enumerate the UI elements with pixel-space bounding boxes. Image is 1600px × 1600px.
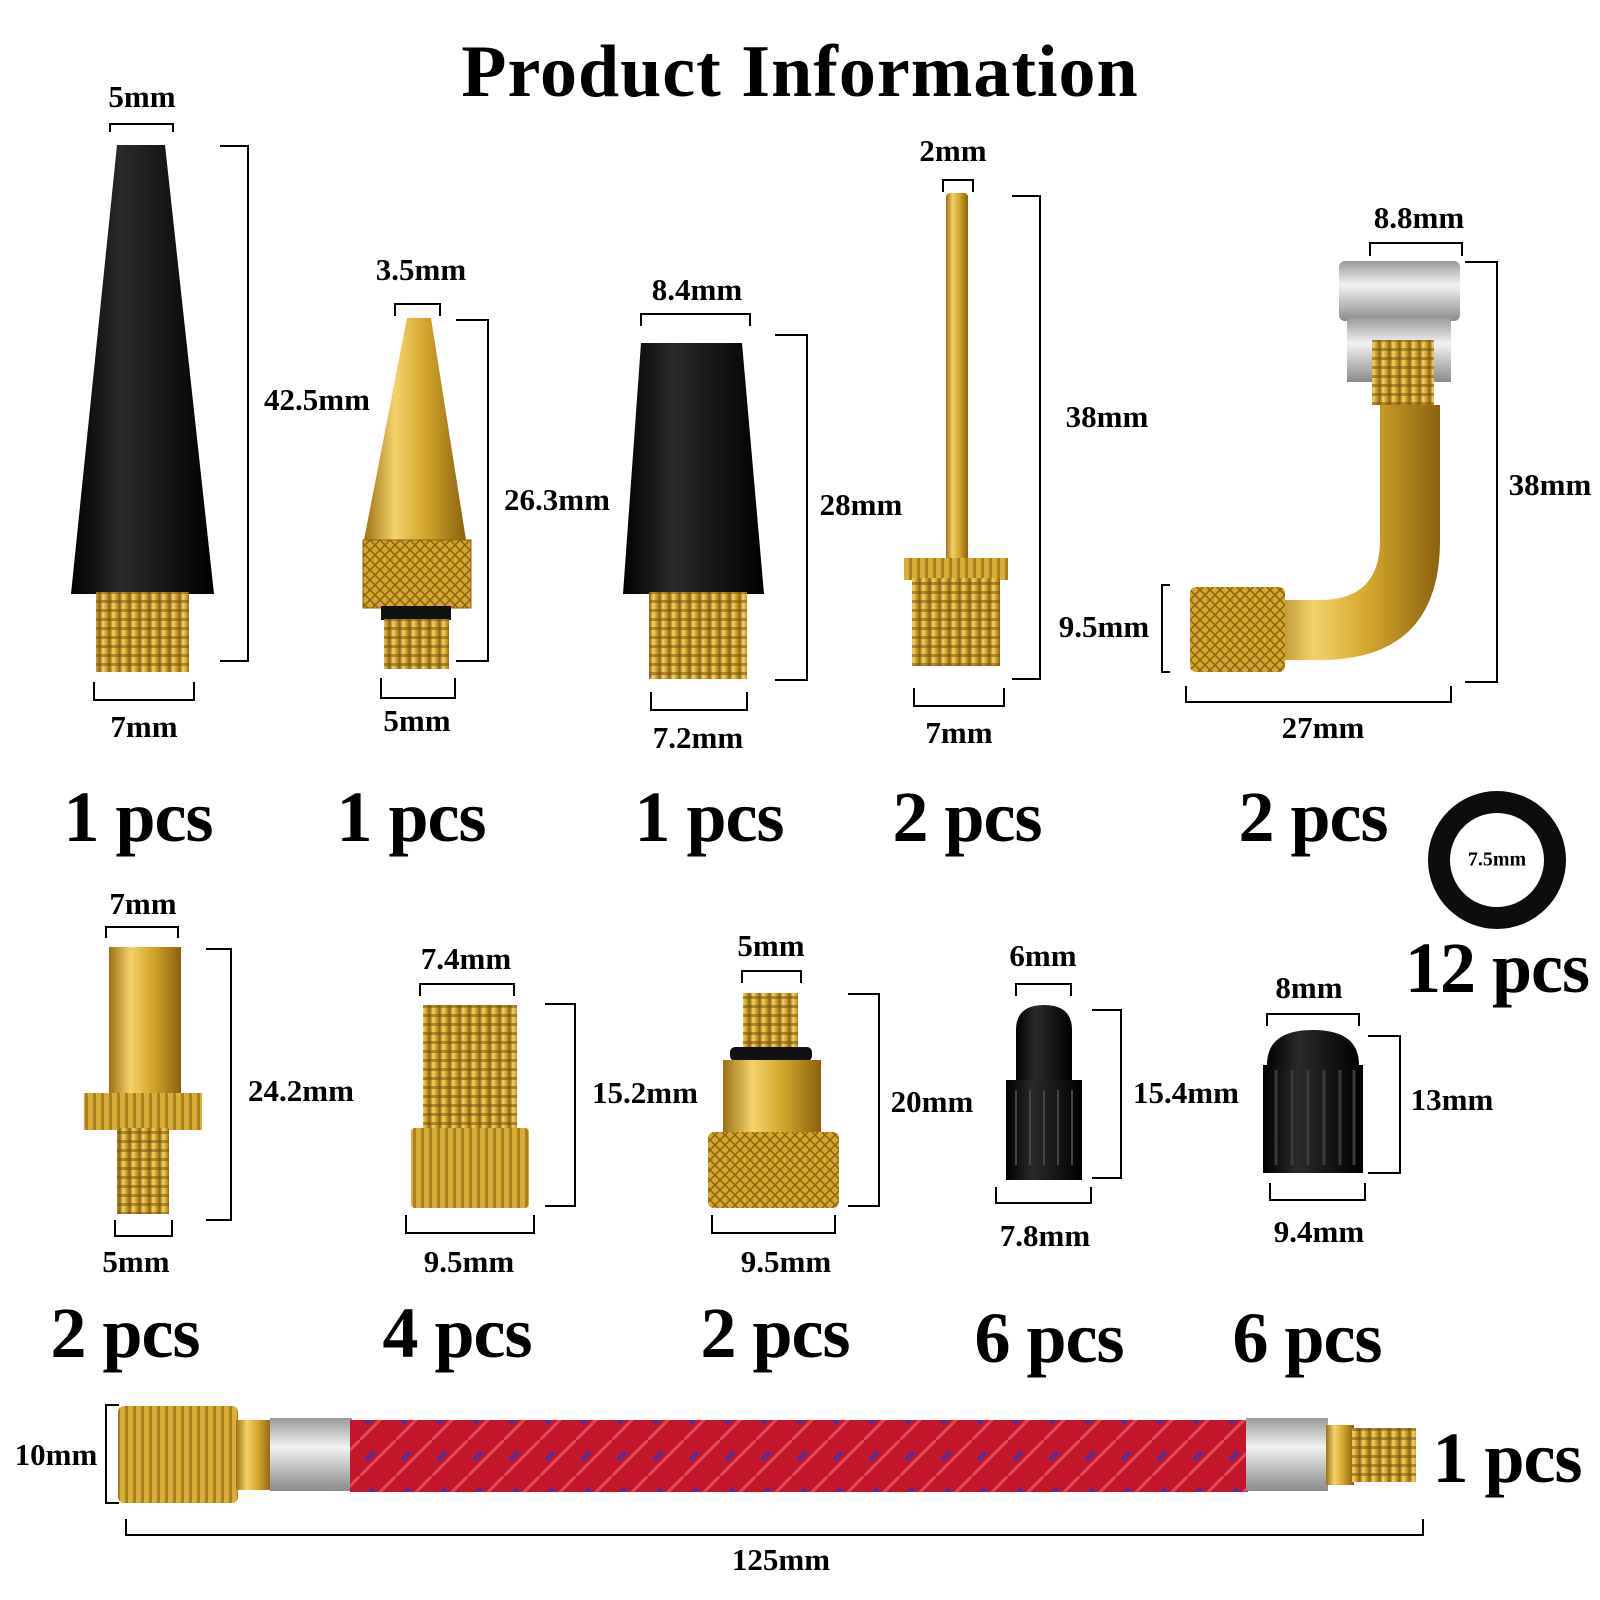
- quantity-label: 1 pcs: [336, 777, 486, 857]
- quantity-label: 6 pcs: [974, 1298, 1124, 1378]
- dim-label: 9.5mm: [740, 1244, 832, 1279]
- dim-label: 7.8mm: [999, 1218, 1091, 1253]
- dim-label: 15.2mm: [592, 1075, 698, 1110]
- tall-valve-cap-shape: [1006, 1005, 1082, 1180]
- dim-label: 9.4mm: [1273, 1214, 1365, 1249]
- quantity-label: 1 pcs: [634, 777, 784, 857]
- dim-label: 6mm: [1009, 938, 1077, 973]
- braided-hose-shape: [118, 1406, 1416, 1503]
- o-ring-shape: [1428, 791, 1566, 929]
- presta-schrader-adapter-shape: [708, 993, 839, 1208]
- quantity-label: 2 pcs: [892, 777, 1042, 857]
- short-black-cone-shape: [623, 343, 764, 679]
- dim-label: 42.5mm: [264, 382, 370, 417]
- quantity-label: 2 pcs: [700, 1293, 850, 1373]
- dim-label: 7mm: [109, 886, 177, 921]
- dim-label: 8mm: [1275, 970, 1343, 1005]
- quantity-label: 2 pcs: [1238, 777, 1388, 857]
- dim-label: 28mm: [819, 487, 903, 522]
- page-title: Product Information: [461, 31, 1139, 113]
- dim-label: 7mm: [925, 715, 993, 750]
- dim-label: 7.5mm: [1467, 848, 1527, 871]
- dim-label: 26.3mm: [504, 482, 610, 517]
- dim-label: 9.5mm: [423, 1244, 515, 1279]
- dim-label: 27mm: [1281, 710, 1365, 745]
- dim-label: 9.5mm: [1058, 609, 1150, 644]
- quantity-label: 2 pcs: [50, 1293, 200, 1373]
- dim-label: 13mm: [1410, 1082, 1494, 1117]
- dim-label: 8.4mm: [651, 272, 743, 307]
- dim-label: 125mm: [731, 1542, 831, 1577]
- dim-label: 3.5mm: [375, 252, 467, 287]
- dimension-brackets: [93, 123, 1498, 1536]
- threaded-sleeve-shape: [411, 1005, 529, 1208]
- dim-label: 10mm: [14, 1437, 98, 1472]
- dim-label: 5mm: [383, 703, 451, 738]
- angled-valve-extension-shape: [1190, 261, 1460, 672]
- dim-label: 38mm: [1508, 467, 1592, 502]
- quantity-label: 1 pcs: [63, 777, 213, 857]
- quantity-label: 1 pcs: [1432, 1418, 1582, 1498]
- dim-label: 5mm: [102, 1244, 170, 1279]
- dim-label: 24.2mm: [248, 1073, 354, 1108]
- dim-label: 15.4mm: [1133, 1075, 1239, 1110]
- dim-label: 5mm: [737, 928, 805, 963]
- dim-label: 2mm: [919, 133, 987, 168]
- brass-cone-nozzle-shape: [362, 318, 472, 669]
- dim-label: 7.2mm: [652, 720, 744, 755]
- dim-label: 7.4mm: [420, 941, 512, 976]
- dim-label: 5mm: [108, 79, 176, 114]
- dome-valve-cap-shape: [1263, 1030, 1363, 1173]
- dim-label: 38mm: [1065, 399, 1149, 434]
- brass-pin-adapter-shape: [84, 947, 202, 1214]
- long-black-cone-shape: [71, 145, 214, 672]
- dim-label: 7mm: [110, 709, 178, 744]
- inflation-needle-shape: [904, 193, 1008, 666]
- dim-label: 20mm: [890, 1084, 974, 1119]
- quantity-label: 4 pcs: [382, 1293, 532, 1373]
- quantity-label: 6 pcs: [1232, 1298, 1382, 1378]
- dim-label: 8.8mm: [1373, 200, 1465, 235]
- quantity-label: 12 pcs: [1404, 928, 1590, 1008]
